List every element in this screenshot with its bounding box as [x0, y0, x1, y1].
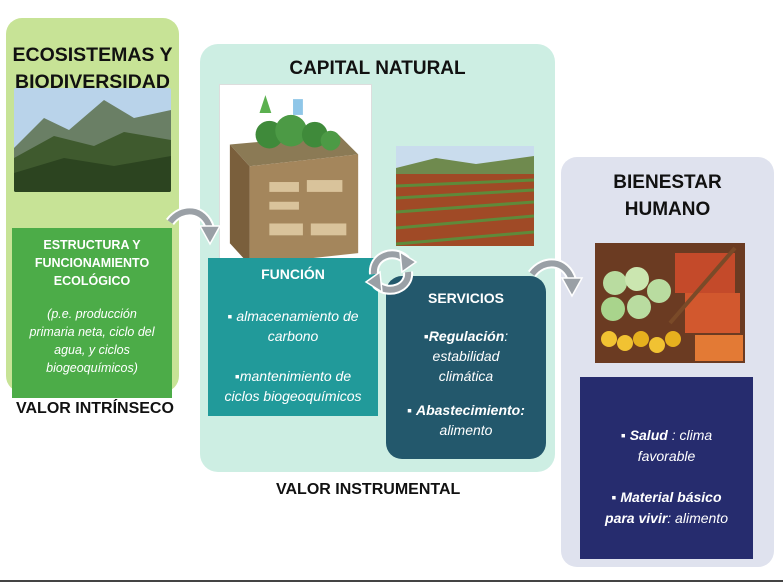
human-wellbeing-panel: BIENESTAR HUMANO ▪ Salud : clima favorab…	[561, 157, 774, 567]
plowed-field-image	[396, 146, 534, 246]
curved-arrow-icon	[528, 258, 584, 298]
structure-function-detail: (p.e. producción primaria neta, ciclo de…	[29, 307, 155, 375]
function-title: FUNCIÓN	[261, 266, 325, 282]
ecosystems-panel: ECOSISTEMAS Y BIODIVERSIDAD ESTRUCTURA Y…	[6, 18, 179, 398]
natural-capital-title: CAPITAL NATURAL	[289, 58, 466, 79]
carbon-cycle-diagram	[219, 84, 372, 284]
instrumental-value-label: VALOR INSTRUMENTAL	[276, 481, 461, 498]
services-box: SERVICIOS ▪Regulación: estabilidad climá…	[386, 276, 546, 459]
cycle-arrows-icon	[364, 249, 418, 295]
structure-function-title: ESTRUCTURA Y FUNCIONAMIENTO ECOLÓGICO	[34, 238, 150, 288]
ecosystems-title: ECOSISTEMAS Y BIODIVERSIDAD	[12, 44, 173, 93]
wellbeing-item-health: ▪ Salud : clima favorable	[620, 427, 713, 464]
function-box: FUNCIÓN ▪ almacenamiento de carbono ▪man…	[208, 258, 378, 416]
wellbeing-item-basic-material: ▪ Material básico para vivir: alimento	[605, 489, 728, 526]
services-title: SERVICIOS	[428, 290, 504, 306]
function-item-carbon-storage: ▪ almacenamiento de carbono	[227, 308, 359, 344]
service-item-provisioning: ▪ Abastecimiento: alimento	[407, 402, 525, 438]
function-item-biogeochemical-cycles: ▪mantenimiento de ciclos biogeoquímicos	[224, 368, 362, 404]
bottom-divider	[0, 580, 783, 582]
vegetables-market-image	[595, 243, 745, 363]
structure-function-box: ESTRUCTURA Y FUNCIONAMIENTO ECOLÓGICO (p…	[12, 228, 172, 398]
service-item-regulation: ▪Regulación: estabilidad climática	[423, 328, 509, 384]
mountain-forest-image	[14, 88, 171, 192]
wellbeing-items-box: ▪ Salud : clima favorable ▪ Material bás…	[580, 377, 753, 559]
human-wellbeing-title: BIENESTAR HUMANO	[613, 172, 722, 220]
curved-arrow-icon	[166, 206, 222, 246]
intrinsic-value-label: VALOR INTRÍNSECO	[16, 400, 174, 417]
